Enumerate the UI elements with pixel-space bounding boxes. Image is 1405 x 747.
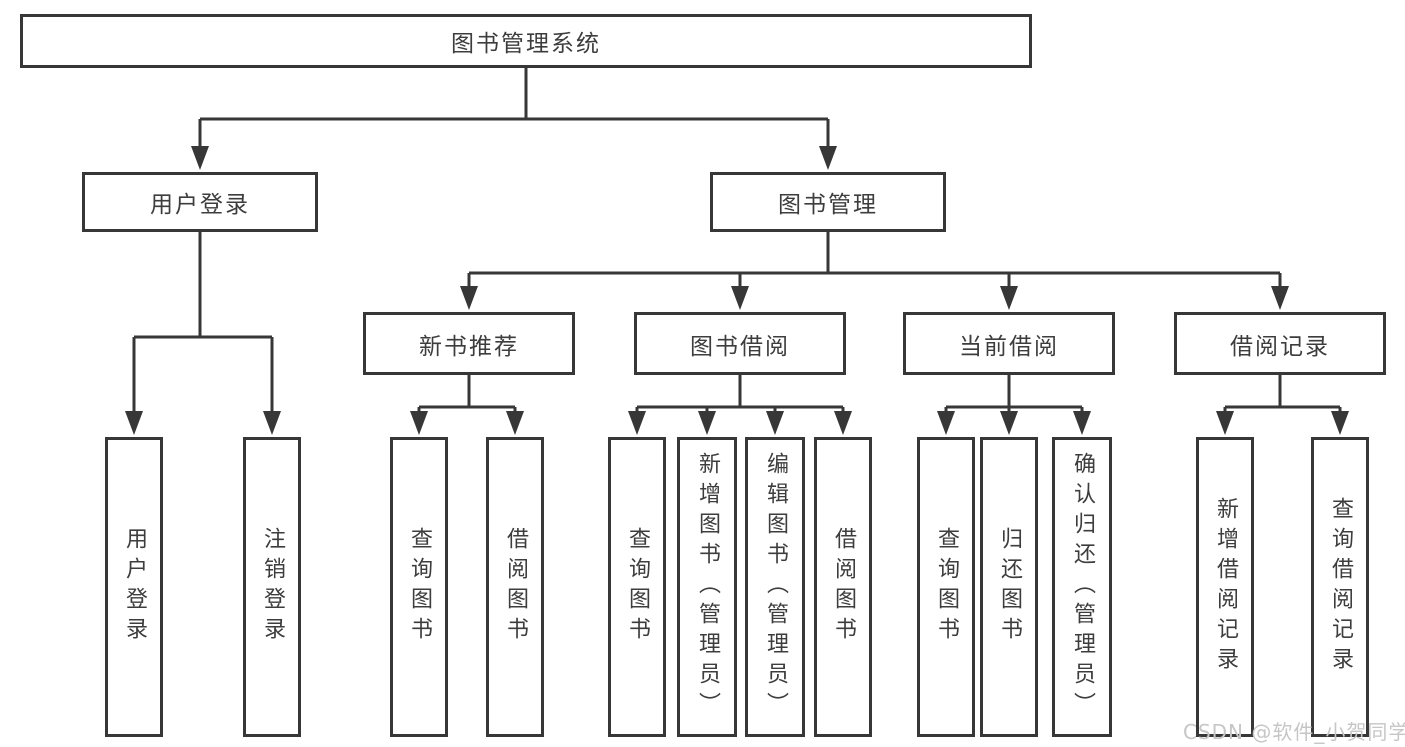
node-add-borrow-record: 新增借阅记录 <box>1196 437 1254 737</box>
node-user-login-label: 用户登录 <box>150 192 250 218</box>
node-query-books-1-label: 查询图书 <box>407 527 432 647</box>
node-borrow-books-2: 借阅图书 <box>814 437 872 737</box>
node-query-borrow-record: 查询借阅记录 <box>1311 437 1369 737</box>
node-borrowing-records: 借阅记录 <box>1174 312 1386 375</box>
node-query-books-2-label: 查询图书 <box>625 527 650 647</box>
node-query-books-3-label: 查询图书 <box>934 527 959 647</box>
node-query-books-3: 查询图书 <box>917 437 975 737</box>
node-query-books-1: 查询图书 <box>390 437 448 737</box>
node-library-management-system-label: 图书管理系统 <box>451 31 601 57</box>
node-add-book-admin: 新增图书（管理员） <box>677 437 737 737</box>
node-query-borrow-record-label: 查询借阅记录 <box>1328 497 1353 677</box>
node-confirm-return-admin: 确认归还（管理员） <box>1052 437 1112 737</box>
node-book-management: 图书管理 <box>710 172 946 232</box>
node-user-login-leaf-label: 用户登录 <box>122 527 147 647</box>
node-edit-book-admin-label: 编辑图书（管理员） <box>763 452 788 722</box>
node-book-management-label: 图书管理 <box>778 192 878 218</box>
node-add-book-admin-label: 新增图书（管理员） <box>695 452 720 722</box>
node-borrow-books-1-label: 借阅图书 <box>503 527 528 647</box>
node-query-books-2: 查询图书 <box>608 437 666 737</box>
node-logout: 注销登录 <box>243 437 301 737</box>
node-add-borrow-record-label: 新增借阅记录 <box>1213 497 1238 677</box>
node-new-book-recommend-label: 新书推荐 <box>419 333 519 360</box>
node-borrow-books-2-label: 借阅图书 <box>831 527 856 647</box>
node-library-management-system: 图书管理系统 <box>20 14 1032 68</box>
node-return-book: 归还图书 <box>980 437 1038 737</box>
node-book-borrowing: 图书借阅 <box>634 312 846 375</box>
node-user-login: 用户登录 <box>82 172 318 232</box>
node-confirm-return-admin-label: 确认归还（管理员） <box>1070 452 1095 722</box>
node-current-borrowing: 当前借阅 <box>903 312 1115 375</box>
node-user-login-leaf: 用户登录 <box>105 437 163 737</box>
node-borrowing-records-label: 借阅记录 <box>1230 333 1330 360</box>
node-new-book-recommend: 新书推荐 <box>363 312 575 375</box>
csdn-watermark: CSDN @软件_小贺同学 <box>1183 720 1405 744</box>
node-current-borrowing-label: 当前借阅 <box>959 333 1059 360</box>
node-edit-book-admin: 编辑图书（管理员） <box>745 437 805 737</box>
node-return-book-label: 归还图书 <box>997 527 1022 647</box>
node-logout-label: 注销登录 <box>260 527 285 647</box>
node-book-borrowing-label: 图书借阅 <box>690 333 790 360</box>
node-borrow-books-1: 借阅图书 <box>486 437 544 737</box>
